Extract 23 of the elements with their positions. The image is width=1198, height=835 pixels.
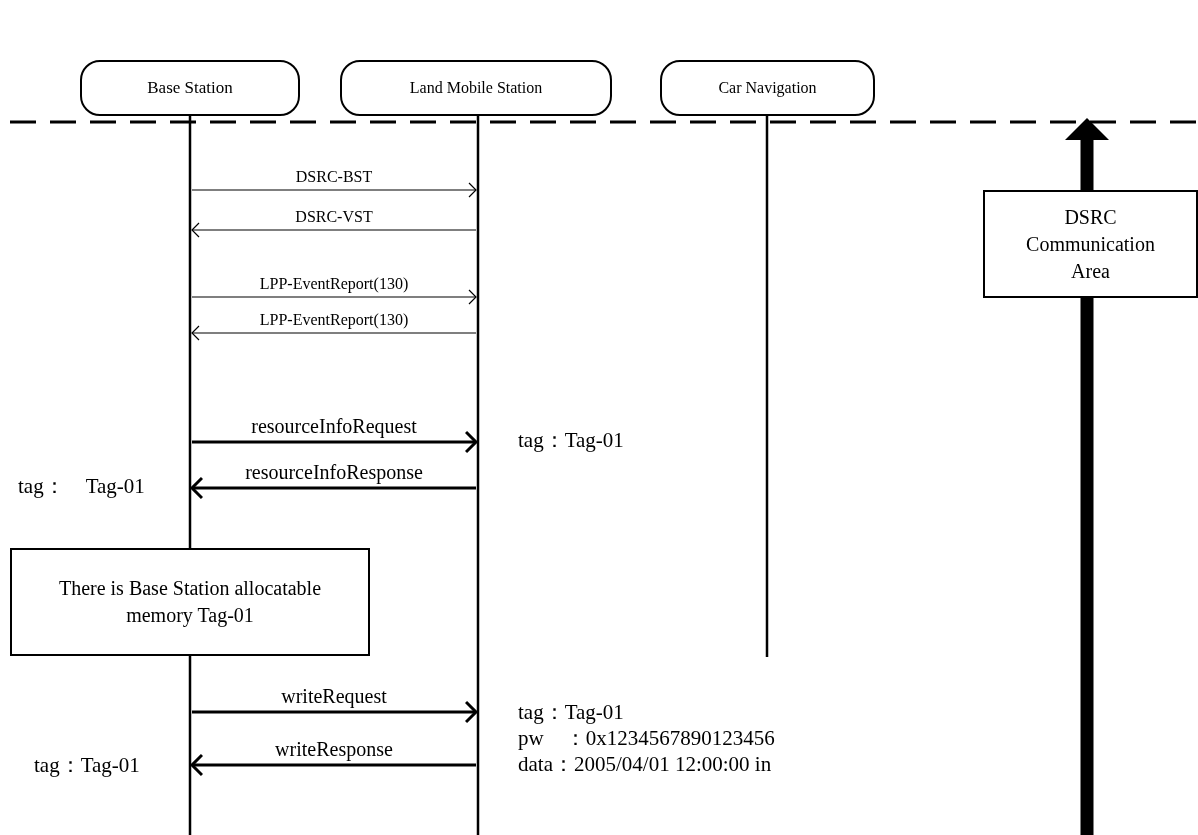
message-arrow	[191, 289, 477, 305]
annotation-text: data：2005/04/01 12:00:00 in	[518, 752, 772, 776]
annotation-text: pw ：0x1234567890123456	[518, 726, 775, 750]
participant-box: Car Navigation	[660, 60, 875, 116]
message-arrow	[191, 182, 477, 198]
note-box: DSRC Communication Area	[983, 190, 1198, 298]
message-arrow	[192, 430, 478, 454]
annotation-text: tag： Tag-01	[18, 474, 145, 498]
annotation-text: tag：Tag-01	[518, 428, 624, 452]
participant-box: Land Mobile Station	[340, 60, 612, 116]
message-arrow	[192, 700, 478, 724]
message-arrow	[190, 753, 476, 777]
participant-box: Base Station	[80, 60, 300, 116]
message-arrow	[191, 325, 477, 341]
edge-label: LPP-EventReport(130)	[257, 275, 411, 293]
annotation-text: tag：Tag-01	[518, 700, 624, 724]
edge-label: resourceInfoResponse	[243, 461, 425, 483]
message-arrow	[190, 476, 476, 500]
annotation-text: tag：Tag-01	[34, 753, 140, 777]
message-arrow	[191, 222, 477, 238]
note-box: There is Base Station allocatable memory Tag-01	[10, 548, 370, 656]
edge-label: LPP-EventReport(130)	[257, 311, 411, 329]
edge-label: resourceInfoRequest	[249, 415, 419, 437]
